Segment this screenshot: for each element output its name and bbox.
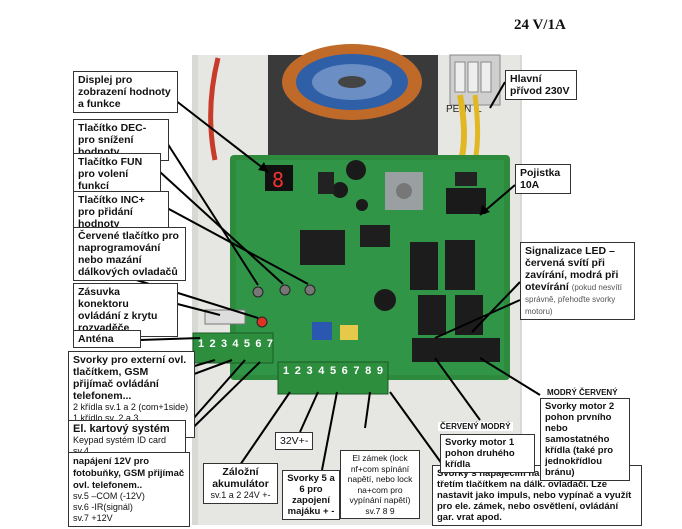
fuse-holder (446, 188, 486, 214)
label-zalozni: Záložní akumulátor sv.1 a 2 24V +- (203, 463, 278, 504)
terminal-number: 2 (209, 338, 216, 350)
label-cervene: Červené tlačítko pro naprogramování nebo… (73, 227, 186, 281)
led-display-digit: 8 (272, 168, 284, 192)
terminal-number: 6 (255, 338, 262, 350)
label-svorky-napeti: Svorky s napájecím napětím ovládané třet… (432, 465, 642, 526)
label-cerveny-modry-bottom: ČERVENÝ MODRÝ (438, 422, 513, 431)
terminal-number: 1 (283, 365, 290, 377)
terminal-strip-upper (192, 332, 274, 364)
blue-component (312, 322, 332, 340)
label-displej: Displej pro zobrazení hodnoty a funkce (73, 71, 178, 113)
label-inc: Tlačítko INC+ pro přidání hodnoty (73, 191, 169, 233)
terminal-number: 7 (266, 338, 273, 350)
blue-component (340, 325, 358, 340)
relay (418, 295, 446, 335)
relay (445, 240, 475, 290)
label-fun: Tlačítko FUN pro volení funkcí (73, 153, 161, 195)
label-modry-cerveny-top: MODRÝ ČERVENÝ (545, 388, 620, 397)
ic-chip (318, 172, 334, 194)
label-motor2: Svorky motor 2 pohon prvního nebo samost… (540, 398, 630, 481)
label-signalizace: Signalizace LED – červená svítí při zaví… (520, 242, 635, 320)
terminal-number: 5 (243, 338, 250, 350)
label-svorky56: Svorky 5 a 6 pro zapojení majáku + - (282, 470, 340, 520)
label-motor1: Svorky motor 1 pohon druhého křídla (440, 434, 535, 473)
capacitor (356, 199, 368, 211)
label-zasuvka: Zásuvka konektoru ovládání z krytu rozva… (73, 283, 178, 337)
terminal-number: 4 (232, 338, 239, 350)
pe-n-l-label: PE N L (446, 104, 482, 115)
inc-button (304, 284, 316, 296)
terminal-strip-lower (277, 361, 389, 395)
relay (410, 242, 438, 290)
page-title: 24 V/1A (514, 17, 566, 33)
terminal-numbers-upper: 1 2 3 4 5 6 7 (198, 338, 273, 350)
terminal-number: 8 (365, 365, 372, 377)
terminal-numbers-lower: 1 2 3 4 5 6 7 8 9 (283, 365, 383, 377)
terminal-number: 6 (341, 365, 348, 377)
terminal-number: 9 (376, 365, 383, 377)
label-napajeni: napájení 12V pro fotobuňky, GSM přijímač… (68, 452, 190, 527)
motor-terminals (412, 338, 500, 362)
ic-chip (300, 230, 345, 265)
terminal-number: 4 (318, 365, 325, 377)
relay (455, 295, 483, 335)
fun-button (279, 284, 291, 296)
label-pojistka: Pojistka 10A (515, 164, 571, 194)
terminal-number: 3 (306, 365, 313, 377)
terminal-number: 2 (294, 365, 301, 377)
label-antena: Anténa (73, 330, 141, 348)
led-display (265, 165, 293, 191)
label-hlavni: Hlavní přívod 230V (505, 70, 577, 100)
ic-chip (360, 225, 390, 247)
capacitor (332, 182, 348, 198)
terminal-number: 1 (198, 338, 205, 350)
capacitor (346, 160, 366, 180)
label-zamek: El zámek (lock nf+com spínání napětí, ne… (340, 450, 420, 519)
red-program-button (256, 316, 268, 328)
label-32v: 32V+- (275, 432, 313, 450)
terminal-number: 3 (220, 338, 228, 350)
capacitor (374, 289, 396, 311)
terminal-number: 5 (329, 365, 337, 377)
dec-button (252, 286, 264, 298)
terminal-number: 7 (353, 365, 360, 377)
